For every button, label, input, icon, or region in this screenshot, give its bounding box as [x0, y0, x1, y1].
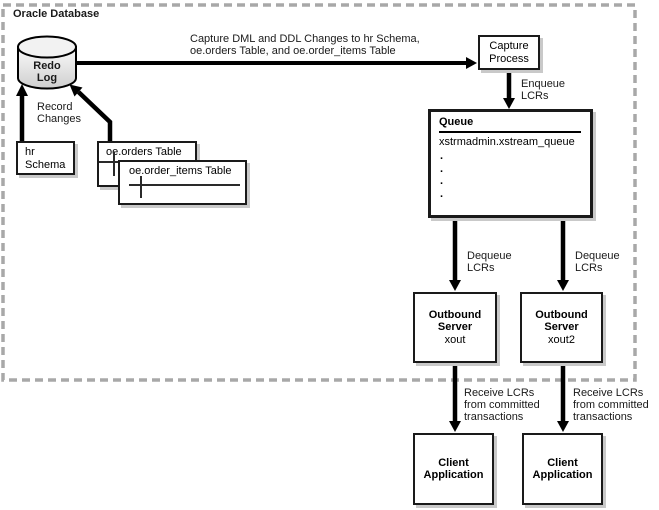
- arrow-record-changes-orders: [69, 84, 113, 141]
- dequeue-lcrs-label-left: Dequeue LCRs: [467, 250, 512, 274]
- arrow-capture-changes: [75, 57, 477, 69]
- enqueue-lcrs-label: Enqueue LCRs: [521, 78, 566, 102]
- outbound-server-title: Outbound Server: [428, 308, 482, 334]
- arrow-receive-lcrs-left: [449, 361, 461, 432]
- client-application-node-left: Client Application: [413, 433, 494, 505]
- hr-schema-node: hr Schema: [16, 141, 75, 175]
- arrow-record-changes-hr: [16, 84, 28, 142]
- table-grid-hline: [129, 184, 240, 186]
- queue-ellipsis: . . . .: [440, 150, 444, 200]
- capture-changes-label: Capture DML and DDL Changes to hr Schema…: [190, 33, 420, 57]
- oracle-database-boundary: [1, 3, 637, 382]
- queue-title: Queue: [439, 116, 474, 128]
- queue-title-rule: [439, 130, 581, 133]
- arrow-dequeue-lcrs-right: [557, 216, 569, 291]
- arrow-enqueue-lcrs: [503, 68, 515, 109]
- table-grid-vline: [140, 176, 142, 198]
- client-application-label: Client Application: [532, 456, 593, 482]
- oe-order-items-table-node: oe.order_items Table: [118, 160, 247, 205]
- client-application-label: Client Application: [423, 456, 484, 482]
- outbound-server-xout-node: Outbound Server xout: [413, 292, 497, 363]
- outbound-server-title: Outbound Server: [535, 308, 588, 334]
- record-changes-label: Record Changes: [37, 101, 82, 125]
- outbound-server-xout2-node: Outbound Server xout2: [520, 292, 603, 363]
- arrow-receive-lcrs-right: [557, 361, 569, 432]
- hr-schema-label: hr Schema: [25, 146, 66, 171]
- table-grid-vline: [113, 152, 115, 176]
- client-application-node-right: Client Application: [522, 433, 603, 505]
- oe-order-items-table-label: oe.order_items Table: [129, 165, 232, 177]
- outbound-server-name: xout2: [548, 333, 575, 346]
- arrow-dequeue-lcrs-left: [449, 216, 461, 291]
- receive-lcrs-label-right: Receive LCRs from committed transactions: [573, 387, 649, 423]
- capture-process-node: Capture Process: [478, 35, 540, 70]
- oracle-database-title: Oracle Database: [13, 8, 100, 20]
- dequeue-lcrs-label-right: Dequeue LCRs: [575, 250, 620, 274]
- queue-name: xstrmadmin.xstream_queue: [439, 135, 575, 148]
- redo-log-label: Redo Log: [33, 60, 61, 84]
- redo-log-cylinder-icon: [17, 35, 77, 90]
- receive-lcrs-label-left: Receive LCRs from committed transactions: [464, 387, 540, 423]
- queue-node: Queue xstrmadmin.xstream_queue . . . .: [428, 109, 593, 218]
- oe-orders-table-label: oe.orders Table: [106, 146, 182, 158]
- capture-process-label: Capture Process: [489, 40, 529, 65]
- outbound-server-name: xout: [444, 333, 466, 346]
